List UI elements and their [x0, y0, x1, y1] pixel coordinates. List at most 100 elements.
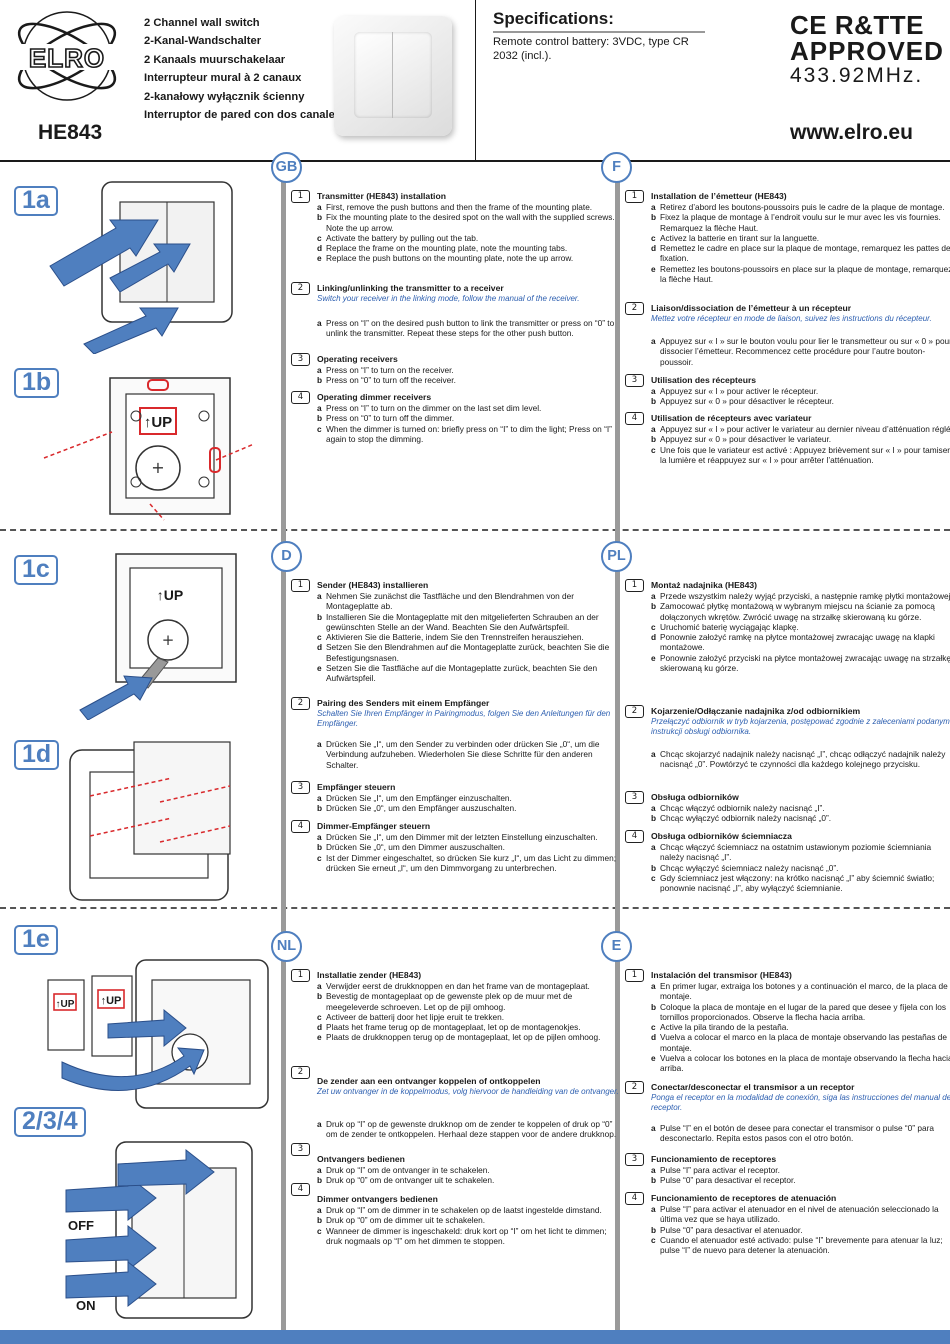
item-title: Installation de l’émetteur (HE843)	[651, 191, 787, 201]
item-number: 4	[291, 1183, 310, 1196]
elro-logo: ELRO	[16, 11, 118, 101]
model-number: HE843	[38, 121, 103, 144]
certification-mark: CE R&TTE	[790, 10, 924, 40]
product-title-de: 2-Kanal-Wandschalter	[144, 35, 262, 48]
product-title-nl: 2 Kanaals muurschakelaar	[144, 53, 286, 66]
specs-text: Remote control battery: 3VDC, type CR 20…	[493, 36, 689, 62]
step-1e-badge: 1e	[14, 925, 58, 955]
step-234-badge: 2/3/4	[14, 1107, 86, 1137]
item-number: 1	[625, 579, 644, 592]
step-1d-badge: 1d	[14, 740, 60, 770]
svg-text:↑UP: ↑UP	[144, 414, 172, 431]
item-note: Ponga el receptor en la modalidad de con…	[651, 1093, 950, 1112]
item-title: Operating receivers	[317, 354, 398, 364]
item-title: Funcionamiento de receptores de atenuaci…	[651, 1193, 837, 1203]
item-title: Funcionamiento de receptores	[651, 1154, 777, 1164]
item-number: 4	[625, 412, 644, 425]
item-title: Obsługa odbiorników ściemniacza	[651, 831, 792, 841]
product-photo	[334, 16, 452, 136]
middle-divider	[615, 165, 620, 1330]
item-title: Sender (HE843) installieren	[317, 580, 429, 590]
off-label: OFF	[68, 1218, 94, 1233]
product-title-pl: 2-kanałowy wyłącznik ścienny	[144, 90, 305, 103]
lang-badge-nl: NL	[271, 931, 302, 962]
row-separator-1	[0, 529, 950, 531]
row-separator-2	[0, 907, 950, 909]
step-1c-illustration: ↑UP +	[79, 553, 237, 720]
left-divider	[281, 165, 286, 1330]
step-1b-illustration: ↑UP +	[43, 377, 255, 521]
product-title-en: 2 Channel wall switch	[144, 17, 260, 29]
item-number: 3	[625, 791, 644, 804]
item-title: Liaison/dissociation de l’émetteur à un …	[651, 303, 852, 313]
step-1b-badge: 1b	[14, 368, 60, 398]
item-note: Schalten Sie Ihren Empfänger in Pairingm…	[317, 709, 611, 728]
product-title-fr: Interrupteur mural à 2 canaux	[144, 72, 302, 85]
step-1a-badge: 1a	[14, 186, 58, 216]
item-number: 2	[291, 282, 310, 295]
item-title: De zender aan een ontvanger koppelen of …	[317, 1076, 541, 1086]
item-title: Dimmer-Empfänger steuern	[317, 821, 431, 831]
lang-badge-pl: PL	[601, 541, 632, 572]
lang-badge-gb: GB	[271, 152, 302, 183]
item-title: Linking/unlinking the transmitter to a r…	[317, 283, 504, 293]
step-234-illustration	[65, 1141, 253, 1319]
lang-badge-f: F	[601, 152, 632, 183]
on-label: ON	[76, 1298, 96, 1313]
step-1d-illustration	[69, 741, 231, 901]
item-title: Dimmer ontvangers bedienen	[317, 1194, 438, 1204]
item-number: 2	[625, 1081, 644, 1094]
product-title-es: Interruptor de pared con dos canales	[144, 109, 342, 122]
product-titles: 2 Channel wall switch 2-Kanal-Wandschalt…	[144, 14, 341, 124]
item-title: Utilisation de récepteurs avec variateur	[651, 413, 812, 423]
item-number: 3	[291, 1143, 310, 1156]
item-title: Instalación del transmisor (HE843)	[651, 970, 792, 980]
frequency: 433.92MHz.	[790, 64, 924, 87]
header-divider	[475, 0, 476, 162]
item-title: Obsługa odbiorników	[651, 792, 739, 802]
item-note: Przełączyć odbiornik w tryb kojarzenia, …	[651, 717, 950, 736]
item-number: 4	[291, 820, 310, 833]
